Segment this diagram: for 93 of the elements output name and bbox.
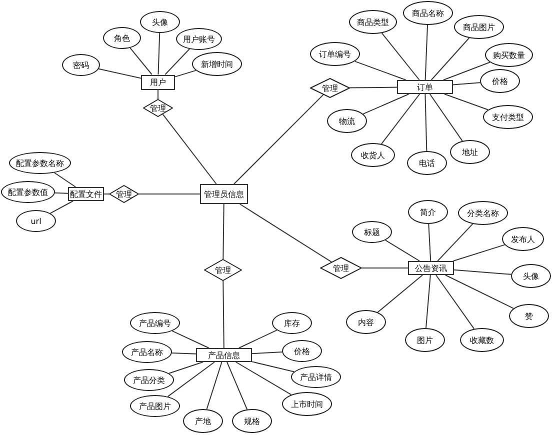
entity-box: 用户 (141, 74, 175, 90)
connector-line (452, 82, 481, 86)
connector-line (362, 94, 410, 114)
connector-line (222, 204, 224, 260)
attribute-ellipse: 上市时间 (282, 392, 332, 416)
attribute-ellipse: 分类名称 (458, 201, 508, 225)
attribute-ellipse: 标题 (352, 221, 392, 243)
attribute-ellipse: 产品分类 (124, 369, 174, 391)
attribute-ellipse: 产品编号 (130, 312, 180, 334)
attribute-ellipse: 配置参数名称 (9, 152, 71, 174)
connector-line (428, 224, 432, 262)
attribute-ellipse: 电话 (407, 151, 447, 175)
attribute-ellipse: 商品类型 (349, 10, 397, 34)
connector-line (171, 352, 196, 354)
connector-line (54, 172, 76, 188)
connector-line (426, 274, 431, 329)
attribute-ellipse: 产品名称 (122, 341, 172, 363)
entity-box: 订单 (397, 80, 453, 94)
attribute-ellipse: 图片 (405, 328, 445, 352)
relationship-diamond: 管理 (143, 99, 173, 117)
attribute-ellipse: 产地 (183, 409, 223, 433)
connector-line (234, 94, 324, 184)
attribute-ellipse: 密码 (62, 54, 100, 76)
attribute-ellipse: 商品图片 (454, 15, 504, 39)
attribute-ellipse: 物流 (327, 109, 367, 133)
connector-line (430, 38, 470, 80)
attribute-ellipse: 价格 (282, 340, 322, 362)
attribute-ellipse: url (16, 210, 56, 232)
connector-line (452, 244, 506, 262)
connector-line (349, 86, 398, 88)
connector-line (235, 362, 292, 396)
connector-line (168, 362, 204, 374)
connector-line (162, 114, 217, 184)
entity-box: 配置文件 (68, 187, 104, 201)
attribute-ellipse: 配置参数值 (1, 181, 55, 203)
entity-box: 公告资讯 (408, 261, 454, 275)
attribute-ellipse: 库存 (272, 312, 312, 334)
relationship-diamond: 管理 (109, 185, 139, 203)
attribute-ellipse: 发布人 (502, 227, 544, 251)
relationship-diamond: 管理 (310, 78, 350, 98)
attribute-ellipse: 赞 (509, 304, 549, 328)
connector-line (50, 200, 74, 214)
connector-line (226, 362, 248, 410)
connector-line (377, 274, 424, 313)
connector-line (429, 94, 463, 142)
connector-line (54, 192, 68, 194)
attribute-ellipse: 规格 (232, 409, 272, 433)
entity-box: 管理员信息 (200, 184, 248, 204)
attribute-ellipse: 地址 (450, 140, 490, 164)
connector-line (130, 47, 152, 75)
attribute-ellipse: 收藏数 (460, 328, 504, 352)
attribute-ellipse: 角色 (103, 27, 141, 49)
connector-line (444, 274, 514, 309)
connector-line (437, 223, 474, 262)
entity-box: 产品信息 (196, 348, 252, 362)
connector-line (381, 32, 420, 80)
attribute-ellipse: 内容 (346, 310, 386, 334)
attribute-ellipse: 价格 (480, 69, 520, 93)
connector-line (252, 352, 283, 354)
connector-line (238, 330, 278, 348)
connector-line (380, 94, 420, 144)
attribute-ellipse: 用户账号 (176, 28, 222, 50)
attribute-ellipse: 支付类型 (483, 105, 533, 129)
attribute-ellipse: 购买数量 (485, 43, 533, 67)
connector-line (454, 269, 512, 275)
attribute-ellipse: 收货人 (351, 143, 395, 167)
connector-line (206, 362, 222, 410)
connector-line (252, 361, 295, 372)
connector-line (424, 94, 428, 152)
connector-line (239, 204, 332, 262)
connector-line (444, 94, 489, 110)
connector-line (164, 48, 190, 75)
connector-line (442, 62, 490, 80)
connector-line (354, 60, 406, 80)
attribute-ellipse: 产品详情 (291, 366, 341, 388)
attribute-ellipse: 头像 (511, 264, 551, 288)
connector-line (424, 24, 428, 80)
connector-line (384, 240, 420, 262)
attribute-ellipse: 头像 (140, 11, 180, 33)
connector-line (167, 362, 216, 398)
connector-line (172, 330, 210, 348)
attribute-ellipse: 新增时间 (192, 52, 242, 76)
connector-line (435, 274, 475, 330)
relationship-diamond: 管理 (320, 257, 362, 279)
connector-line (98, 68, 142, 79)
connector-line (222, 280, 224, 348)
relationship-diamond: 管理 (204, 259, 242, 281)
attribute-ellipse: 商品名称 (403, 1, 453, 25)
attribute-ellipse: 简介 (408, 200, 448, 224)
connector-line (158, 32, 160, 75)
connector-line (174, 70, 196, 78)
attribute-ellipse: 订单编号 (310, 42, 360, 66)
attribute-ellipse: 产品图片 (130, 395, 180, 417)
